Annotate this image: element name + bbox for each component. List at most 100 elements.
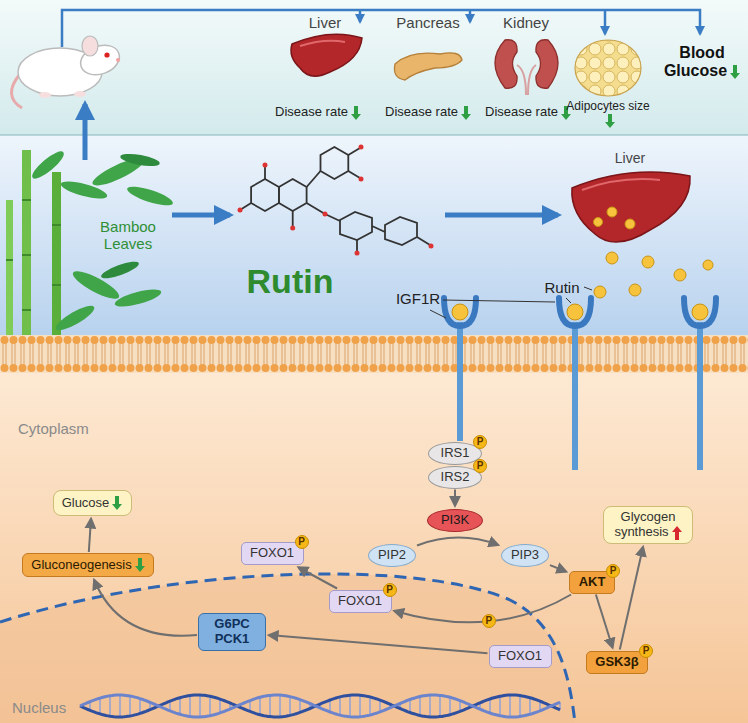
node-text: GSK3β bbox=[595, 654, 638, 669]
label: Liver bbox=[615, 150, 645, 166]
dna-rung bbox=[119, 695, 121, 717]
pathway-arrow bbox=[417, 538, 498, 546]
label-text: Adipocytes size bbox=[566, 99, 649, 113]
pathway-node: FOXO1 bbox=[241, 542, 304, 565]
dna-rung bbox=[219, 699, 221, 713]
pathway-node: FOXO1 bbox=[489, 645, 552, 668]
dna-rung bbox=[189, 696, 191, 717]
dna-rung bbox=[199, 695, 201, 717]
phosphate-dot: P bbox=[606, 564, 620, 578]
label-text: Disease rate bbox=[385, 104, 458, 119]
label: Disease rate bbox=[485, 105, 571, 120]
label: Rutin bbox=[247, 262, 334, 301]
phosphate-dot: P bbox=[639, 644, 653, 658]
node-text: PI3K bbox=[441, 512, 469, 527]
label: Blood Glucose bbox=[660, 44, 744, 81]
dna-strand bbox=[80, 695, 560, 717]
phospho-label: P bbox=[643, 645, 650, 656]
decrease-arrow bbox=[135, 558, 145, 572]
pathway-arrow bbox=[299, 568, 338, 589]
dna-rung bbox=[279, 695, 281, 717]
phosphate-dot: P bbox=[383, 583, 397, 597]
label-text: Disease rate bbox=[275, 104, 348, 119]
label-text: Disease rate bbox=[485, 104, 558, 119]
pathway-node: PI3K bbox=[427, 509, 483, 532]
node-text: IRS1 bbox=[441, 445, 470, 460]
pathway-arrow bbox=[89, 519, 91, 552]
label: Liver bbox=[309, 14, 342, 31]
pathway-node: FOXO1 bbox=[329, 590, 392, 613]
phospho-label: P bbox=[477, 436, 484, 447]
dna-rung bbox=[299, 700, 301, 713]
dna-rung bbox=[499, 696, 501, 716]
dna-rung bbox=[439, 695, 441, 716]
pathway-arrow bbox=[94, 580, 197, 636]
label-text: Cytoplasm bbox=[18, 420, 89, 437]
label: Nucleus bbox=[12, 699, 66, 716]
dna-strand bbox=[80, 695, 560, 717]
dna-rung bbox=[509, 695, 511, 717]
label-text: Liver bbox=[309, 14, 342, 31]
dna-rung bbox=[489, 699, 491, 713]
label-text: Nucleus bbox=[12, 699, 66, 716]
label: Disease rate bbox=[275, 105, 361, 120]
pathway-node: Gluconeogenesis bbox=[22, 553, 154, 577]
phosphate-dot: P bbox=[482, 614, 496, 628]
label-text: Liver bbox=[615, 150, 645, 166]
pathway-node: Glucose bbox=[53, 490, 132, 516]
node-text: Glycogen synthesis bbox=[614, 509, 675, 539]
phospho-label: P bbox=[610, 565, 617, 576]
node-text: PIP3 bbox=[511, 547, 539, 562]
decrease-arrow bbox=[112, 496, 122, 510]
pathway-arrow bbox=[269, 635, 488, 653]
dna-rung bbox=[289, 697, 291, 716]
node-text: Glucose bbox=[62, 495, 110, 510]
node-text: FOXO1 bbox=[338, 593, 382, 608]
label-text: Kidney bbox=[503, 14, 549, 31]
pathway-node: Glycogen synthesis bbox=[603, 506, 693, 544]
label-text: Blood Glucose bbox=[664, 44, 727, 79]
node-text: FOXO1 bbox=[250, 545, 294, 560]
node-text: AKT bbox=[579, 574, 606, 589]
dna-rung bbox=[109, 696, 111, 717]
node-text: Gluconeogenesis bbox=[31, 557, 131, 572]
dna-rung bbox=[409, 700, 411, 713]
node-text: PIP2 bbox=[378, 547, 406, 562]
dna-rung bbox=[429, 695, 431, 717]
label: Pancreas bbox=[396, 14, 459, 31]
pathway-arrow bbox=[596, 595, 613, 648]
dna-rung bbox=[349, 695, 351, 717]
dna-rung bbox=[129, 696, 131, 716]
dna-rung bbox=[179, 698, 181, 715]
label: IGF1R bbox=[396, 290, 440, 307]
label-text: Rutin bbox=[544, 279, 579, 296]
label-text: Rutin bbox=[247, 262, 334, 300]
decrease-arrow bbox=[461, 106, 471, 120]
label: Adipocytes size bbox=[566, 100, 650, 128]
node-text: IRS2 bbox=[441, 469, 470, 484]
phospho-label: P bbox=[477, 460, 484, 471]
label: Disease rate bbox=[385, 105, 471, 120]
dna-rung bbox=[269, 695, 271, 716]
label: Cytoplasm bbox=[18, 420, 89, 437]
pathway-node: PIP3 bbox=[501, 544, 549, 567]
dna-rung bbox=[259, 697, 261, 714]
phospho-label: P bbox=[298, 536, 305, 547]
label: Kidney bbox=[503, 14, 549, 31]
increase-arrow bbox=[672, 526, 682, 540]
dna-rung bbox=[449, 697, 451, 714]
label: Rutin bbox=[544, 279, 579, 296]
dna-rung bbox=[419, 697, 421, 716]
dna-rung bbox=[519, 696, 521, 717]
dna-rung bbox=[369, 697, 371, 715]
dna-rung bbox=[209, 696, 211, 715]
pathway-arrow bbox=[620, 547, 643, 650]
dna-rung bbox=[339, 697, 341, 715]
label-text: Pancreas bbox=[396, 14, 459, 31]
label-text: Bamboo Leaves bbox=[100, 218, 156, 252]
dna-rung bbox=[139, 699, 141, 714]
edge-label: P bbox=[486, 615, 493, 626]
pathway-node: G6PC PCK1 bbox=[198, 613, 266, 651]
dna-rung bbox=[99, 698, 101, 714]
phosphate-dot: P bbox=[295, 535, 309, 549]
